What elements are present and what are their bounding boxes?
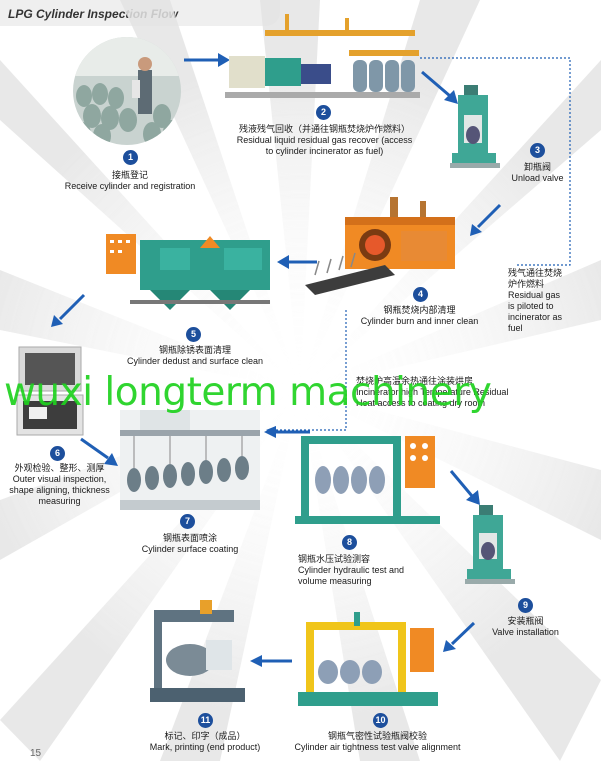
step-5-cn: 钢瓶除锈表面清理 [158,345,231,355]
flow-arrow-4-5 [277,255,317,269]
flow-arrow-2-3 [421,70,458,104]
gas-note-en3: incinerator as [508,312,563,322]
step-6-en-line1: Outer visual inspection, [12,474,107,484]
step-5-caption: 钢瓶除锈表面清理 Cylinder dedust and surface cle… [110,345,280,367]
step-1-badge: 1 [123,150,138,165]
flow-arrow-8-9 [449,470,480,505]
gas-note-cn1: 残气通往焚烧 [508,268,563,278]
flow-arrow-8-7 [264,426,310,438]
gas-note-en1: Residual gas [508,290,561,300]
valve-installation-machine [465,505,515,584]
step-4-en: Cylinder burn and inner clean [360,316,479,326]
step-10-badge: 10 [373,713,388,728]
step-4-badge: 4 [413,287,428,302]
step-4-caption: 钢瓶焚烧内部清理 Cylinder burn and inner clean [352,305,487,327]
step-6-en-line2: shape aligning, thickness [9,485,110,495]
step-8-cn: 钢瓶水压试验测容 [298,554,371,564]
gas-note-en4: fuel [508,323,523,333]
watermark-text: wuxi longterm machinery [4,370,492,415]
dedust-machine [106,234,270,310]
step-1-en: Receive cylinder and registration [64,181,196,191]
heat-note-cn: 焚烧炉高温余热通往涂装烘房 [356,376,474,386]
step-1-caption: 接瓶登记 Receive cylinder and registration [50,170,210,192]
step-6-badge: 6 [50,446,65,461]
flow-arrow-9-10 [443,621,476,652]
residual-gas-note: 残气通往焚烧 炉作燃料 Residual gas is piloted to i… [508,268,598,334]
flow-arrow-3-4 [470,203,502,236]
step-11-badge: 11 [198,713,213,728]
step-9-badge: 9 [518,598,533,613]
step-5-badge: 5 [186,327,201,342]
step-10-en: Cylinder air tightness test valve alignm… [294,742,461,752]
residual-heat-note: 焚烧炉高温余热通往涂装烘房 Incinerator high Temperatu… [356,376,536,409]
step-5-en: Cylinder dedust and surface clean [126,356,264,366]
step-2-en-line2: to cylinder incinerator as fuel) [265,146,384,156]
step-1-cn: 接瓶登记 [111,170,148,180]
cylinder-warehouse-photo [73,37,181,145]
step-8-badge: 8 [342,535,357,550]
step-7-badge: 7 [180,514,195,529]
step-7-caption: 钢瓶表面喷涂 Cylinder surface coating [120,533,260,555]
flow-arrow-1-2 [184,53,230,67]
gas-note-cn2: 炉作燃料 [508,279,545,289]
gas-note-en2: is piloted to [508,301,554,311]
step-9-en: Valve installation [492,627,559,637]
step-3-caption: 卸瓶阀 Unload valve [500,162,575,184]
marking-printing-machine [150,600,245,702]
flow-arrow-5-6 [51,293,86,327]
step-6-en-line3: measuring [38,496,81,506]
step-2-cn: 残液残气回收（并通往钢瓶焚烧炉作燃料） [238,124,410,134]
step-9-cn: 安装瓶阀 [507,616,544,626]
step-3-cn: 卸瓶阀 [523,162,551,172]
step-7-cn: 钢瓶表面喷涂 [162,533,217,543]
step-11-caption: 标记、印字（成品） Mark, printing (end product) [135,731,275,753]
hydraulic-test-machine [295,436,440,524]
unload-valve-machine [450,85,500,168]
gas-recovery-machine [225,14,420,98]
step-10-cn: 钢瓶气密性试验瓶阀校验 [327,731,427,741]
flow-arrow-10-11 [250,655,292,667]
step-11-en: Mark, printing (end product) [149,742,261,752]
incinerator-machine [305,197,455,295]
surface-coating-line [120,410,260,510]
step-9-caption: 安装瓶阀 Valve installation [483,616,568,638]
step-11-cn: 标记、印字（成品） [164,731,246,741]
step-8-en-line1: Cylinder hydraulic test and [298,565,405,575]
step-7-en: Cylinder surface coating [141,544,239,554]
step-3-en: Unload valve [511,173,564,183]
air-tightness-test-machine [298,612,438,706]
page-number: 15 [30,748,42,759]
step-10-caption: 钢瓶气密性试验瓶阀校验 Cylinder air tightness test … [285,731,470,753]
heat-note-en2: Heat access to coating dry room [356,398,486,408]
step-2-badge: 2 [316,105,331,120]
step-6-caption: 外观检验、整形、测厚 Outer visual inspection, shap… [2,463,117,507]
heat-note-en1: Incinerator high Temperature Residual [356,387,509,397]
flow-arrow-6-7 [80,437,118,466]
residual-gas-dotted-line [420,57,571,266]
step-2-caption: 残液残气回收（并通往钢瓶焚烧炉作燃料） Residual liquid resi… [222,124,427,157]
step-4-cn: 钢瓶焚烧内部清理 [383,305,456,315]
step-6-cn: 外观检验、整形、测厚 [14,463,105,473]
step-2-en-line1: Residual liquid residual gas recover (ac… [236,135,413,145]
step-8-caption: 钢瓶水压试验测容 Cylinder hydraulic test and vol… [298,554,438,587]
step-3-badge: 3 [530,143,545,158]
step-8-en-line2: volume measuring [298,576,372,586]
inspection-kit-case [16,346,84,436]
